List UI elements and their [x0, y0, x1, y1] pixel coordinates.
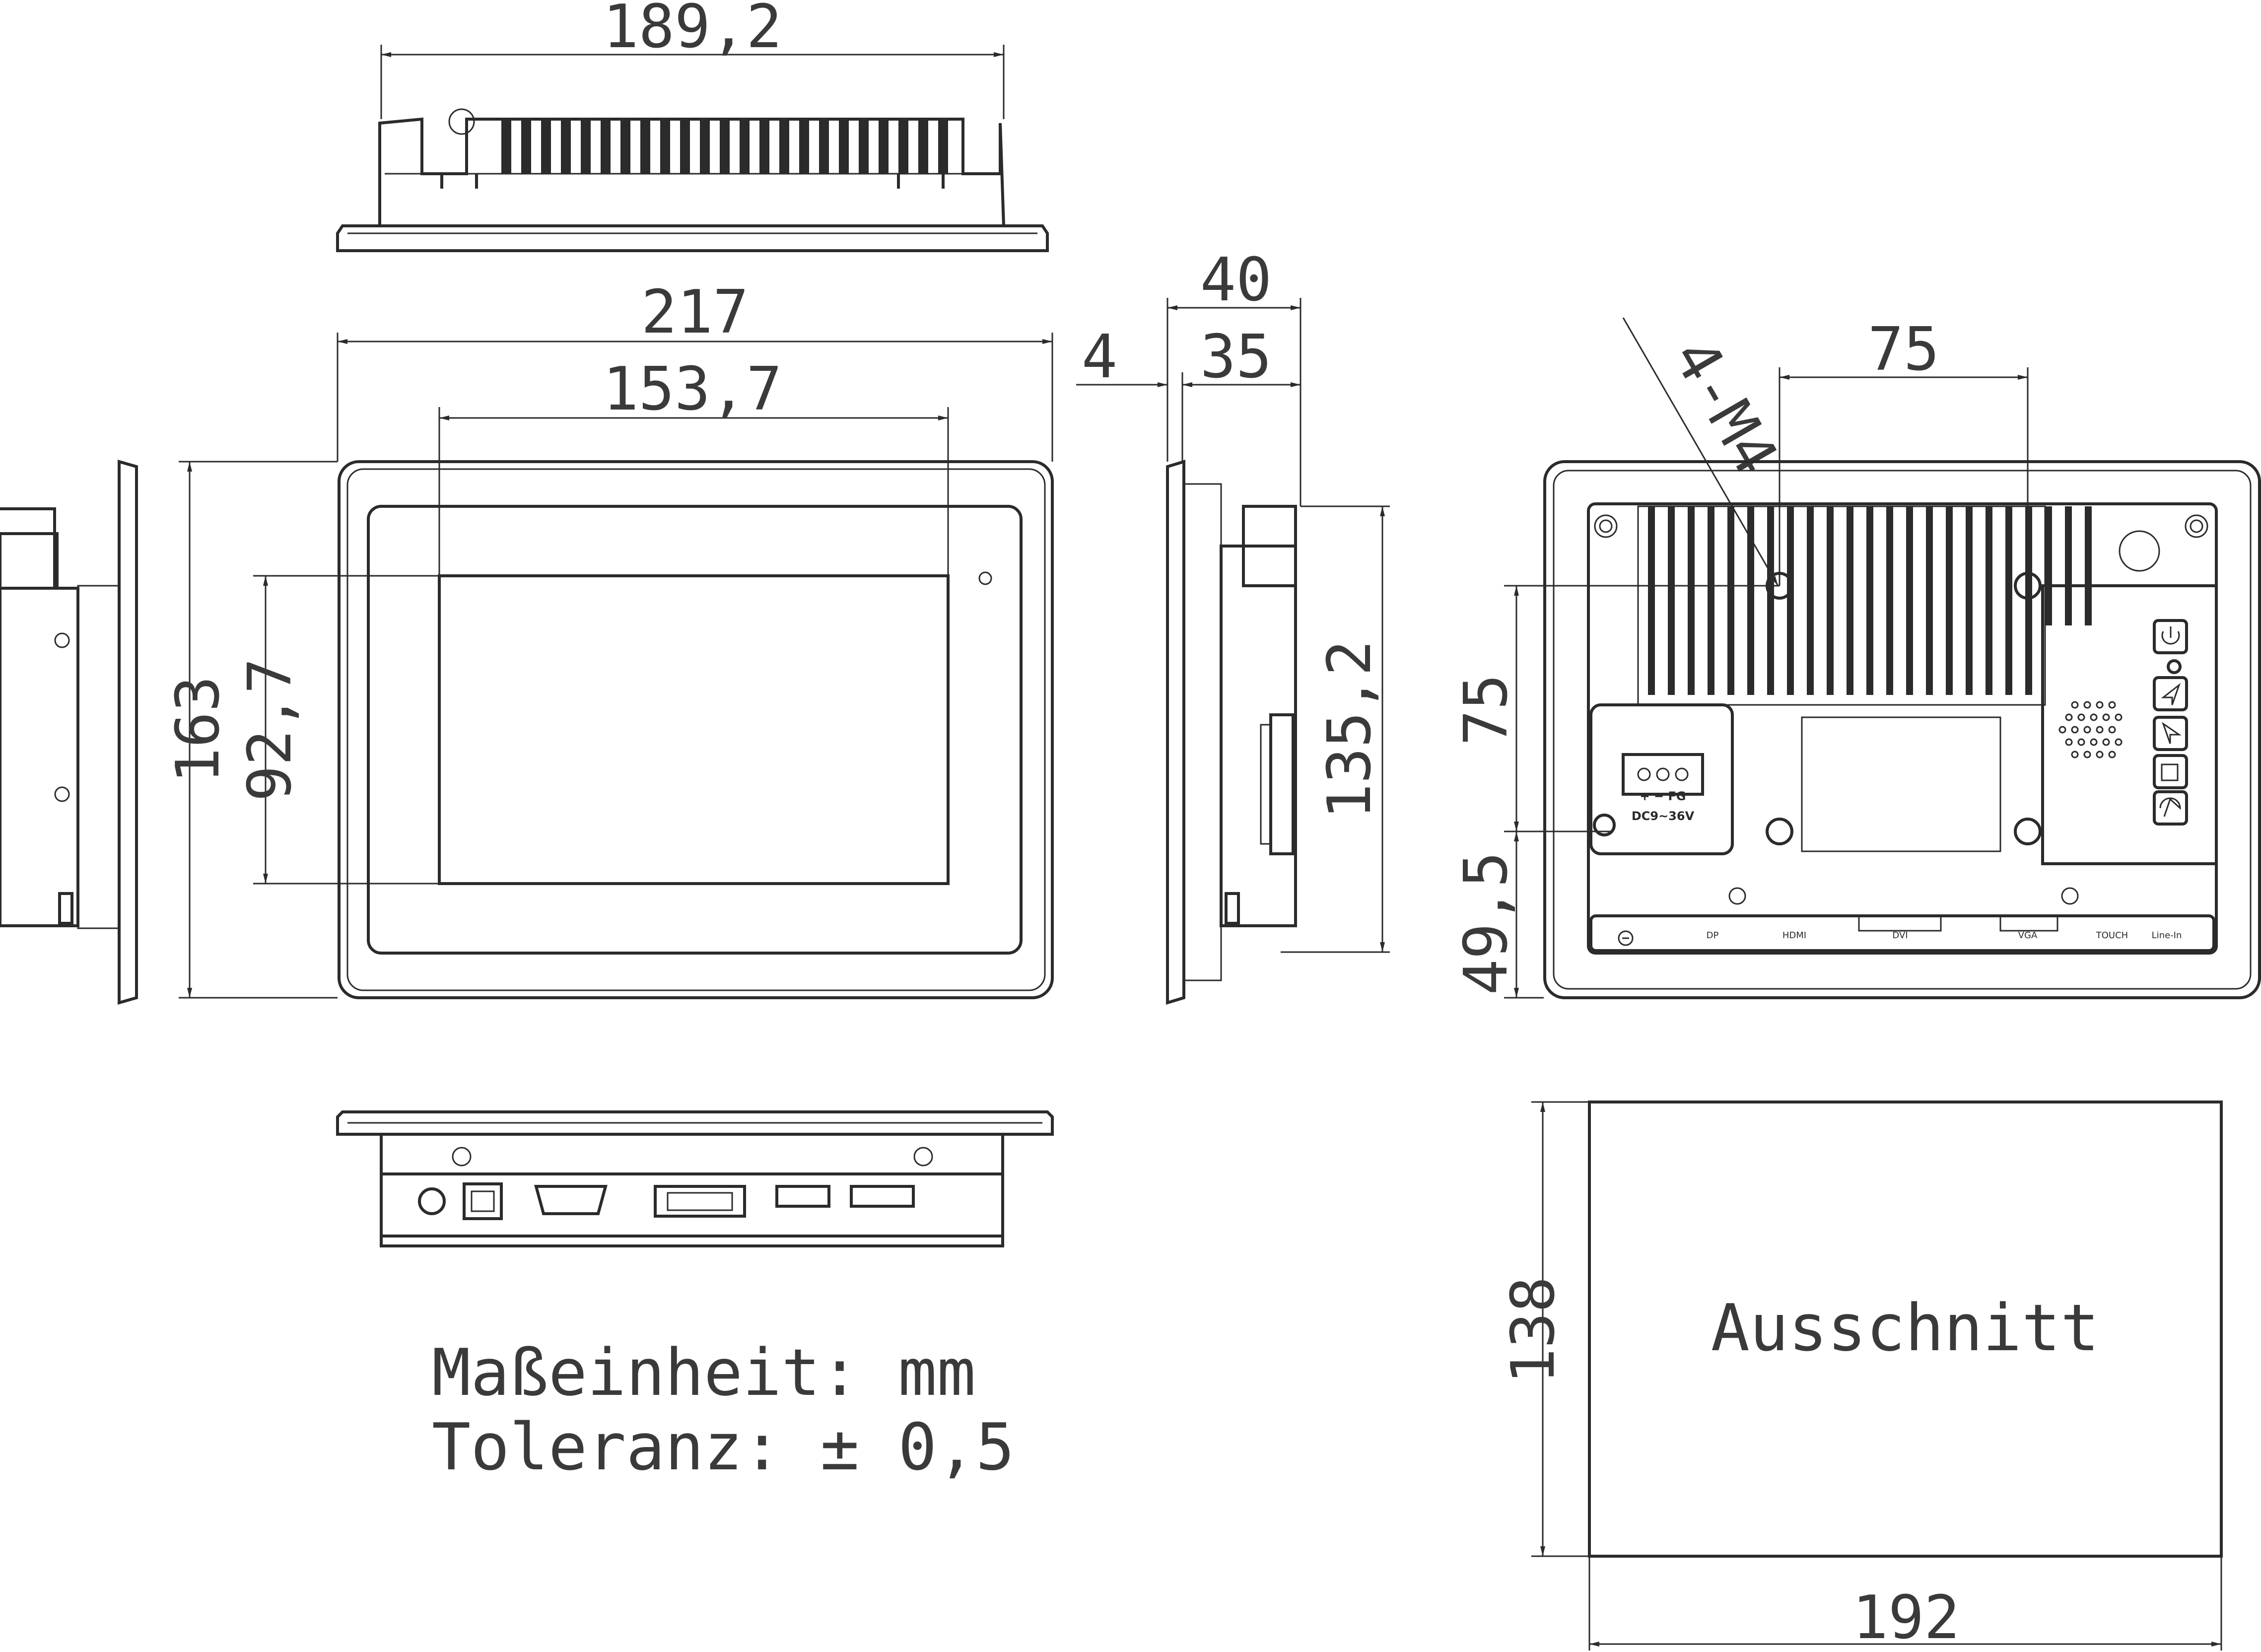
dim-top-width: 189,2: [603, 0, 782, 62]
port-label-touch: TOUCH: [2096, 930, 2128, 941]
port-label-dp: DP: [1707, 930, 1719, 941]
dim-side-total-depth: 40: [1200, 246, 1272, 315]
brightness-down-icon: [2162, 722, 2182, 744]
dim-rear-hole-spacing-h: 75: [1868, 315, 1940, 384]
power-icon: [2161, 626, 2180, 645]
front-glass: [367, 505, 1023, 955]
unit-note: Maßeinheit: mm: [432, 1335, 976, 1410]
mount-hole: [1766, 818, 1793, 845]
power-pin-labels: + − FG: [1640, 789, 1686, 803]
dim-rear-hole-spacing-v: 75: [1452, 674, 1521, 746]
notes: Maßeinheit: mm Toleranz: ± 0,5: [432, 1335, 1015, 1485]
right-side-view: 40 4 35 135,2: [1076, 246, 1390, 1005]
dim-screen-height: 92,7: [236, 658, 305, 802]
cutout-view: 138 192 Ausschnitt: [1499, 1101, 2223, 1652]
mount-hole: [2014, 818, 2042, 845]
front-view: 217 153,7 163 92,7: [164, 278, 1054, 999]
rear-view: 75 4-M4 75 49,5: [1452, 315, 2261, 999]
mount-hole: [2014, 572, 2042, 600]
cutout-rectangle: [1588, 1101, 2223, 1558]
osd-down-button[interactable]: [2153, 716, 2188, 751]
power-spec-label: DC9~36V: [1632, 809, 1695, 823]
dim-screen-width: 153,7: [603, 355, 782, 424]
audio-jack: [418, 1187, 446, 1215]
cutout-label: Ausschnitt: [1711, 1290, 2100, 1366]
active-screen: [438, 574, 950, 885]
dim-side-height: 135,2: [1315, 640, 1384, 819]
brightness-up-icon: [2161, 683, 2181, 705]
menu-icon: [2161, 763, 2179, 781]
top-view: 189,2: [336, 0, 1049, 252]
dim-rear-offset-v: 49,5: [1452, 852, 1521, 995]
bottom-view: [336, 1110, 1054, 1247]
power-connector-panel: [1589, 703, 1734, 855]
osd-up-button[interactable]: [2153, 676, 2188, 711]
dim-front-width: 217: [641, 278, 749, 347]
heatsink-fins-rear: [1648, 506, 2092, 695]
osd-menu-button[interactable]: [2153, 754, 2188, 789]
dim-side-body-depth: 35: [1200, 323, 1272, 392]
displayport-port: [850, 1185, 915, 1208]
dvi-port: [654, 1185, 746, 1218]
heatsink-fins-top: [501, 119, 948, 174]
dim-side-frame: 4: [1082, 323, 1117, 392]
usb-b-port: [463, 1182, 503, 1220]
port-label-hdmi: HDMI: [1782, 930, 1806, 941]
speaker-grille: [2058, 701, 2123, 758]
osd-power-button[interactable]: [2153, 619, 2188, 654]
dim-cutout-height: 138: [1499, 1277, 1568, 1384]
mount-hole: [1766, 572, 1793, 600]
dim-cutout-width: 192: [1852, 1583, 1960, 1652]
left-side-view: [0, 460, 138, 1005]
auto-adjust-icon: [2159, 797, 2181, 817]
front-led-indicator: [978, 571, 992, 585]
hdmi-port: [775, 1185, 830, 1208]
dim-front-height: 163: [164, 676, 233, 784]
port-label-vga: VGA: [2018, 930, 2038, 941]
vga-port: [534, 1185, 608, 1215]
port-label-linein: Line-In: [2152, 930, 2182, 941]
osd-panel: [2041, 584, 2218, 865]
osd-auto-button[interactable]: [2153, 790, 2188, 826]
front-bezel: [338, 460, 1054, 999]
tolerance-note: Toleranz: ± 0,5: [432, 1409, 1015, 1485]
port-label-dvi: DVI: [1892, 930, 1908, 941]
